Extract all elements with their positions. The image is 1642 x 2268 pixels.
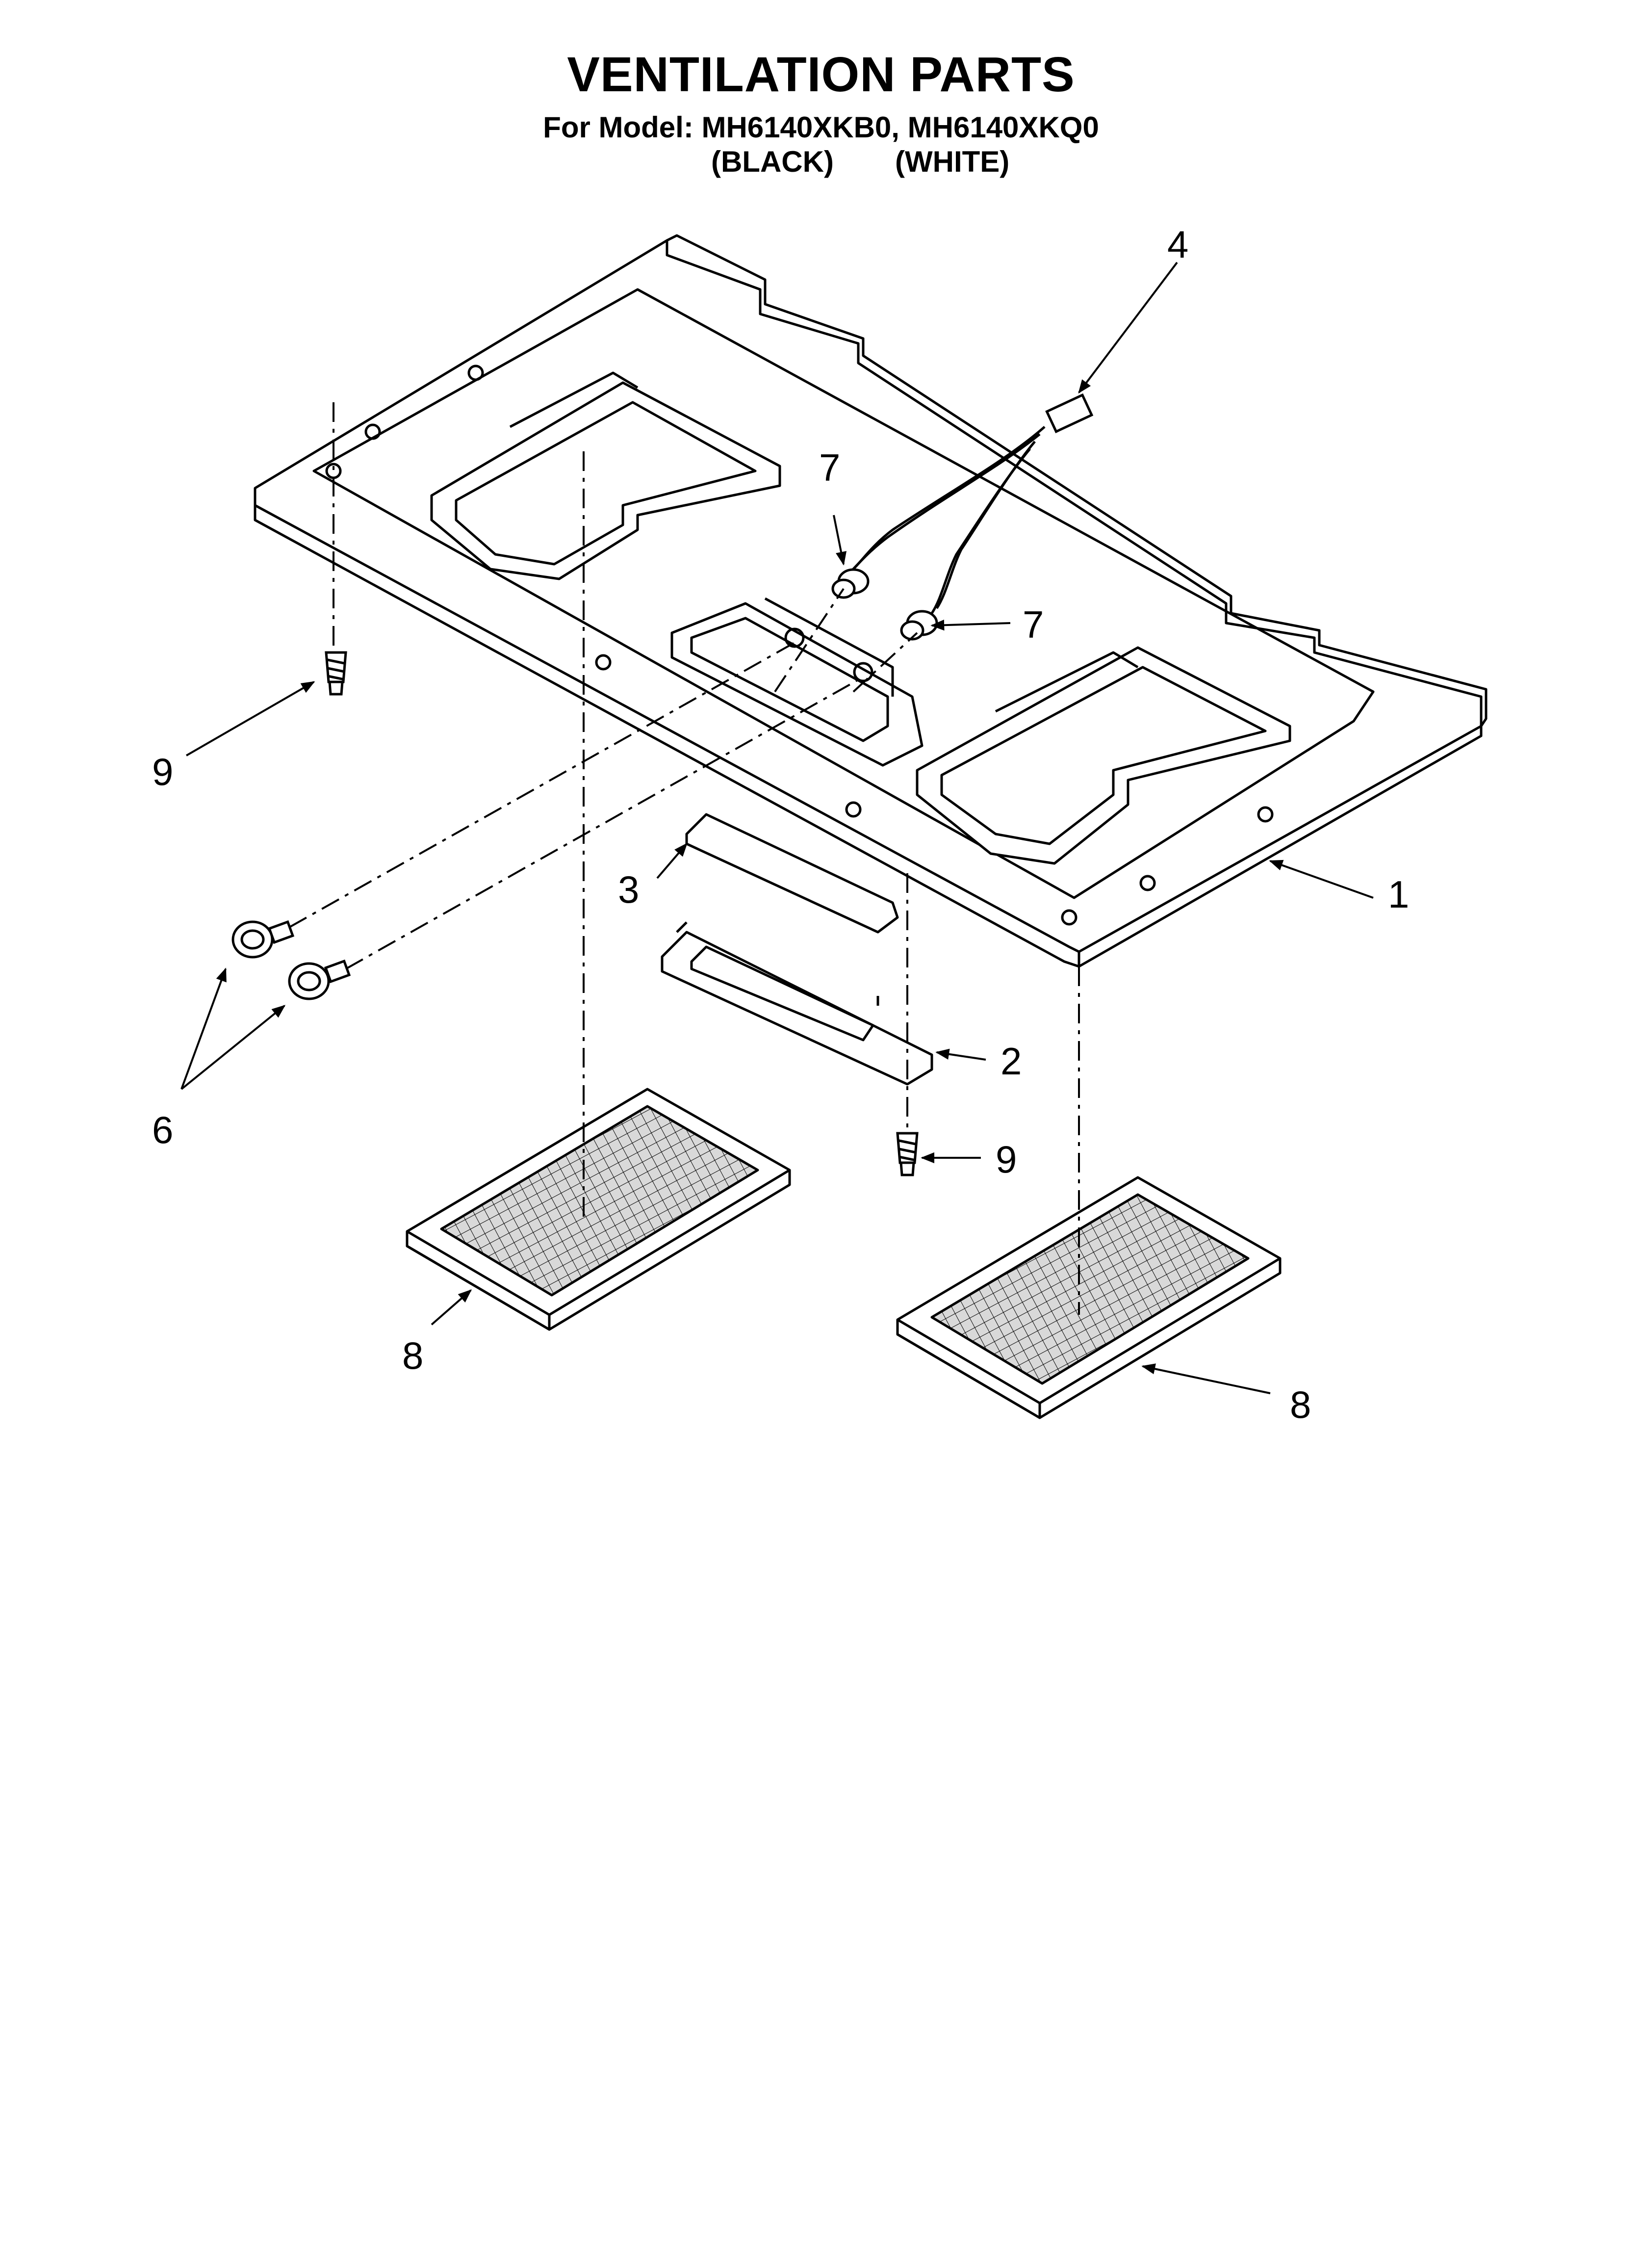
part-9-screws bbox=[325, 651, 919, 1176]
model-subtitle: For Model: MH6140XKB0, MH6140XKQ0 bbox=[543, 111, 1099, 144]
part-6-screws bbox=[231, 920, 351, 1000]
callout-7-lower: 7 bbox=[1023, 603, 1044, 646]
part-8-filter-left bbox=[406, 1088, 791, 1331]
callout-8-right: 8 bbox=[1290, 1383, 1311, 1426]
callout-9-right: 9 bbox=[996, 1138, 1017, 1181]
part-2-lamp-frame bbox=[661, 921, 933, 1086]
callout-3: 3 bbox=[618, 868, 639, 911]
callout-8-left: 8 bbox=[402, 1334, 423, 1377]
part-4-wire-harness bbox=[847, 393, 1094, 614]
color-black-label: (BLACK) bbox=[711, 145, 834, 178]
callout-7-upper: 7 bbox=[819, 446, 840, 489]
callout-1: 1 bbox=[1388, 873, 1409, 916]
callout-2: 2 bbox=[1001, 1040, 1022, 1083]
callout-4: 4 bbox=[1167, 223, 1188, 266]
page-title: VENTILATION PARTS bbox=[567, 47, 1075, 102]
callout-6: 6 bbox=[152, 1108, 173, 1151]
part-1-vent-plate bbox=[254, 234, 1488, 968]
assembly-guide-lines bbox=[289, 402, 1080, 1315]
callout-9-left: 9 bbox=[152, 750, 173, 793]
color-white-label: (WHITE) bbox=[895, 145, 1010, 178]
callout-leaders bbox=[180, 261, 1374, 1394]
part-3-light-cover bbox=[685, 813, 899, 934]
part-7-lamp-sockets bbox=[831, 568, 938, 641]
part-8-filter-right bbox=[896, 1176, 1282, 1419]
